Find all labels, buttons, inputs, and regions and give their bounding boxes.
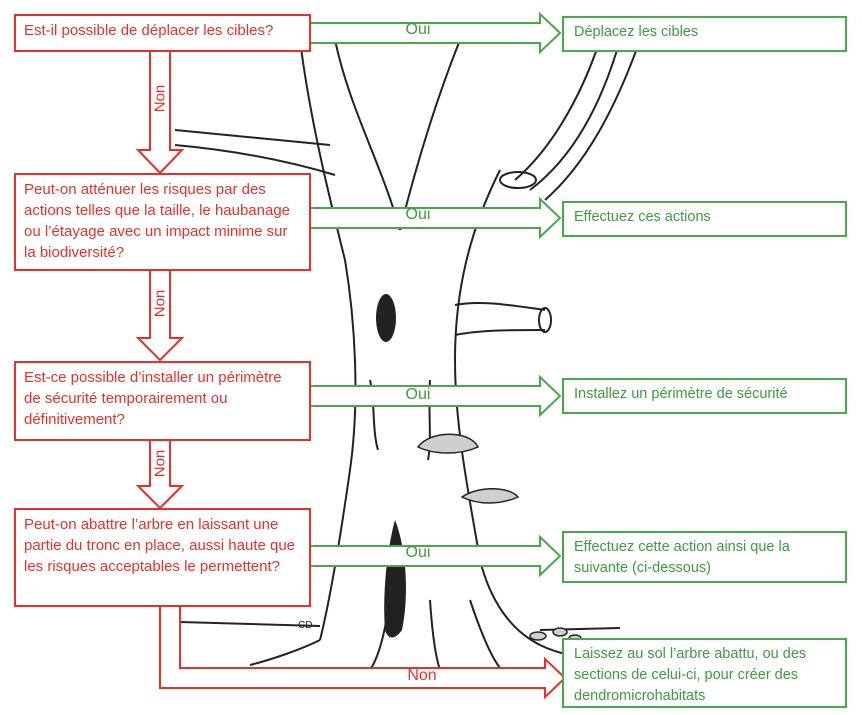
answer-box-3: Installez un périmètre de sécurité <box>562 378 847 414</box>
answer-box-1: Déplacez les cibles <box>562 16 847 52</box>
no-arrow-4 <box>160 606 565 697</box>
question-text-2: Peut-on atténuer les risques par des act… <box>24 181 290 261</box>
no-label-2: Non <box>152 284 169 324</box>
question-box-4: Peut-on abattre l’arbre en laissant une … <box>14 508 311 607</box>
yes-label-4: Oui <box>388 544 448 562</box>
answer-text-4: Effectuez cette action ainsi que la suiv… <box>574 539 790 576</box>
no-label-4: Non <box>392 667 452 685</box>
answer-box-2: Effectuez ces actions <box>562 201 847 237</box>
question-box-3: Est-ce possible d’installer un périmètre… <box>14 361 311 441</box>
question-text-3: Est-ce possible d’installer un périmètre… <box>24 369 282 428</box>
answer-text-1: Déplacez les cibles <box>574 24 698 40</box>
answer-text-3: Installez un périmètre de sécurité <box>574 386 788 402</box>
no-label-3: Non <box>152 444 169 484</box>
question-text-1: Est-il possible de déplacer les cibles? <box>24 22 273 39</box>
yes-label-2: Oui <box>388 206 448 224</box>
question-box-1: Est-il possible de déplacer les cibles? <box>14 14 311 52</box>
answer-text-5: Laissez au sol l’arbre abattu, ou des se… <box>574 646 806 704</box>
answer-box-4: Effectuez cette action ainsi que la suiv… <box>562 531 847 583</box>
question-text-4: Peut-on abattre l’arbre en laissant une … <box>24 516 295 575</box>
yes-label-1: Oui <box>388 21 448 39</box>
yes-label-3: Oui <box>388 386 448 404</box>
no-label-1: Non <box>152 79 169 119</box>
answer-text-2: Effectuez ces actions <box>574 209 711 225</box>
question-box-2: Peut-on atténuer les risques par des act… <box>14 173 311 271</box>
answer-box-5: Laissez au sol l’arbre abattu, ou des se… <box>562 638 847 708</box>
